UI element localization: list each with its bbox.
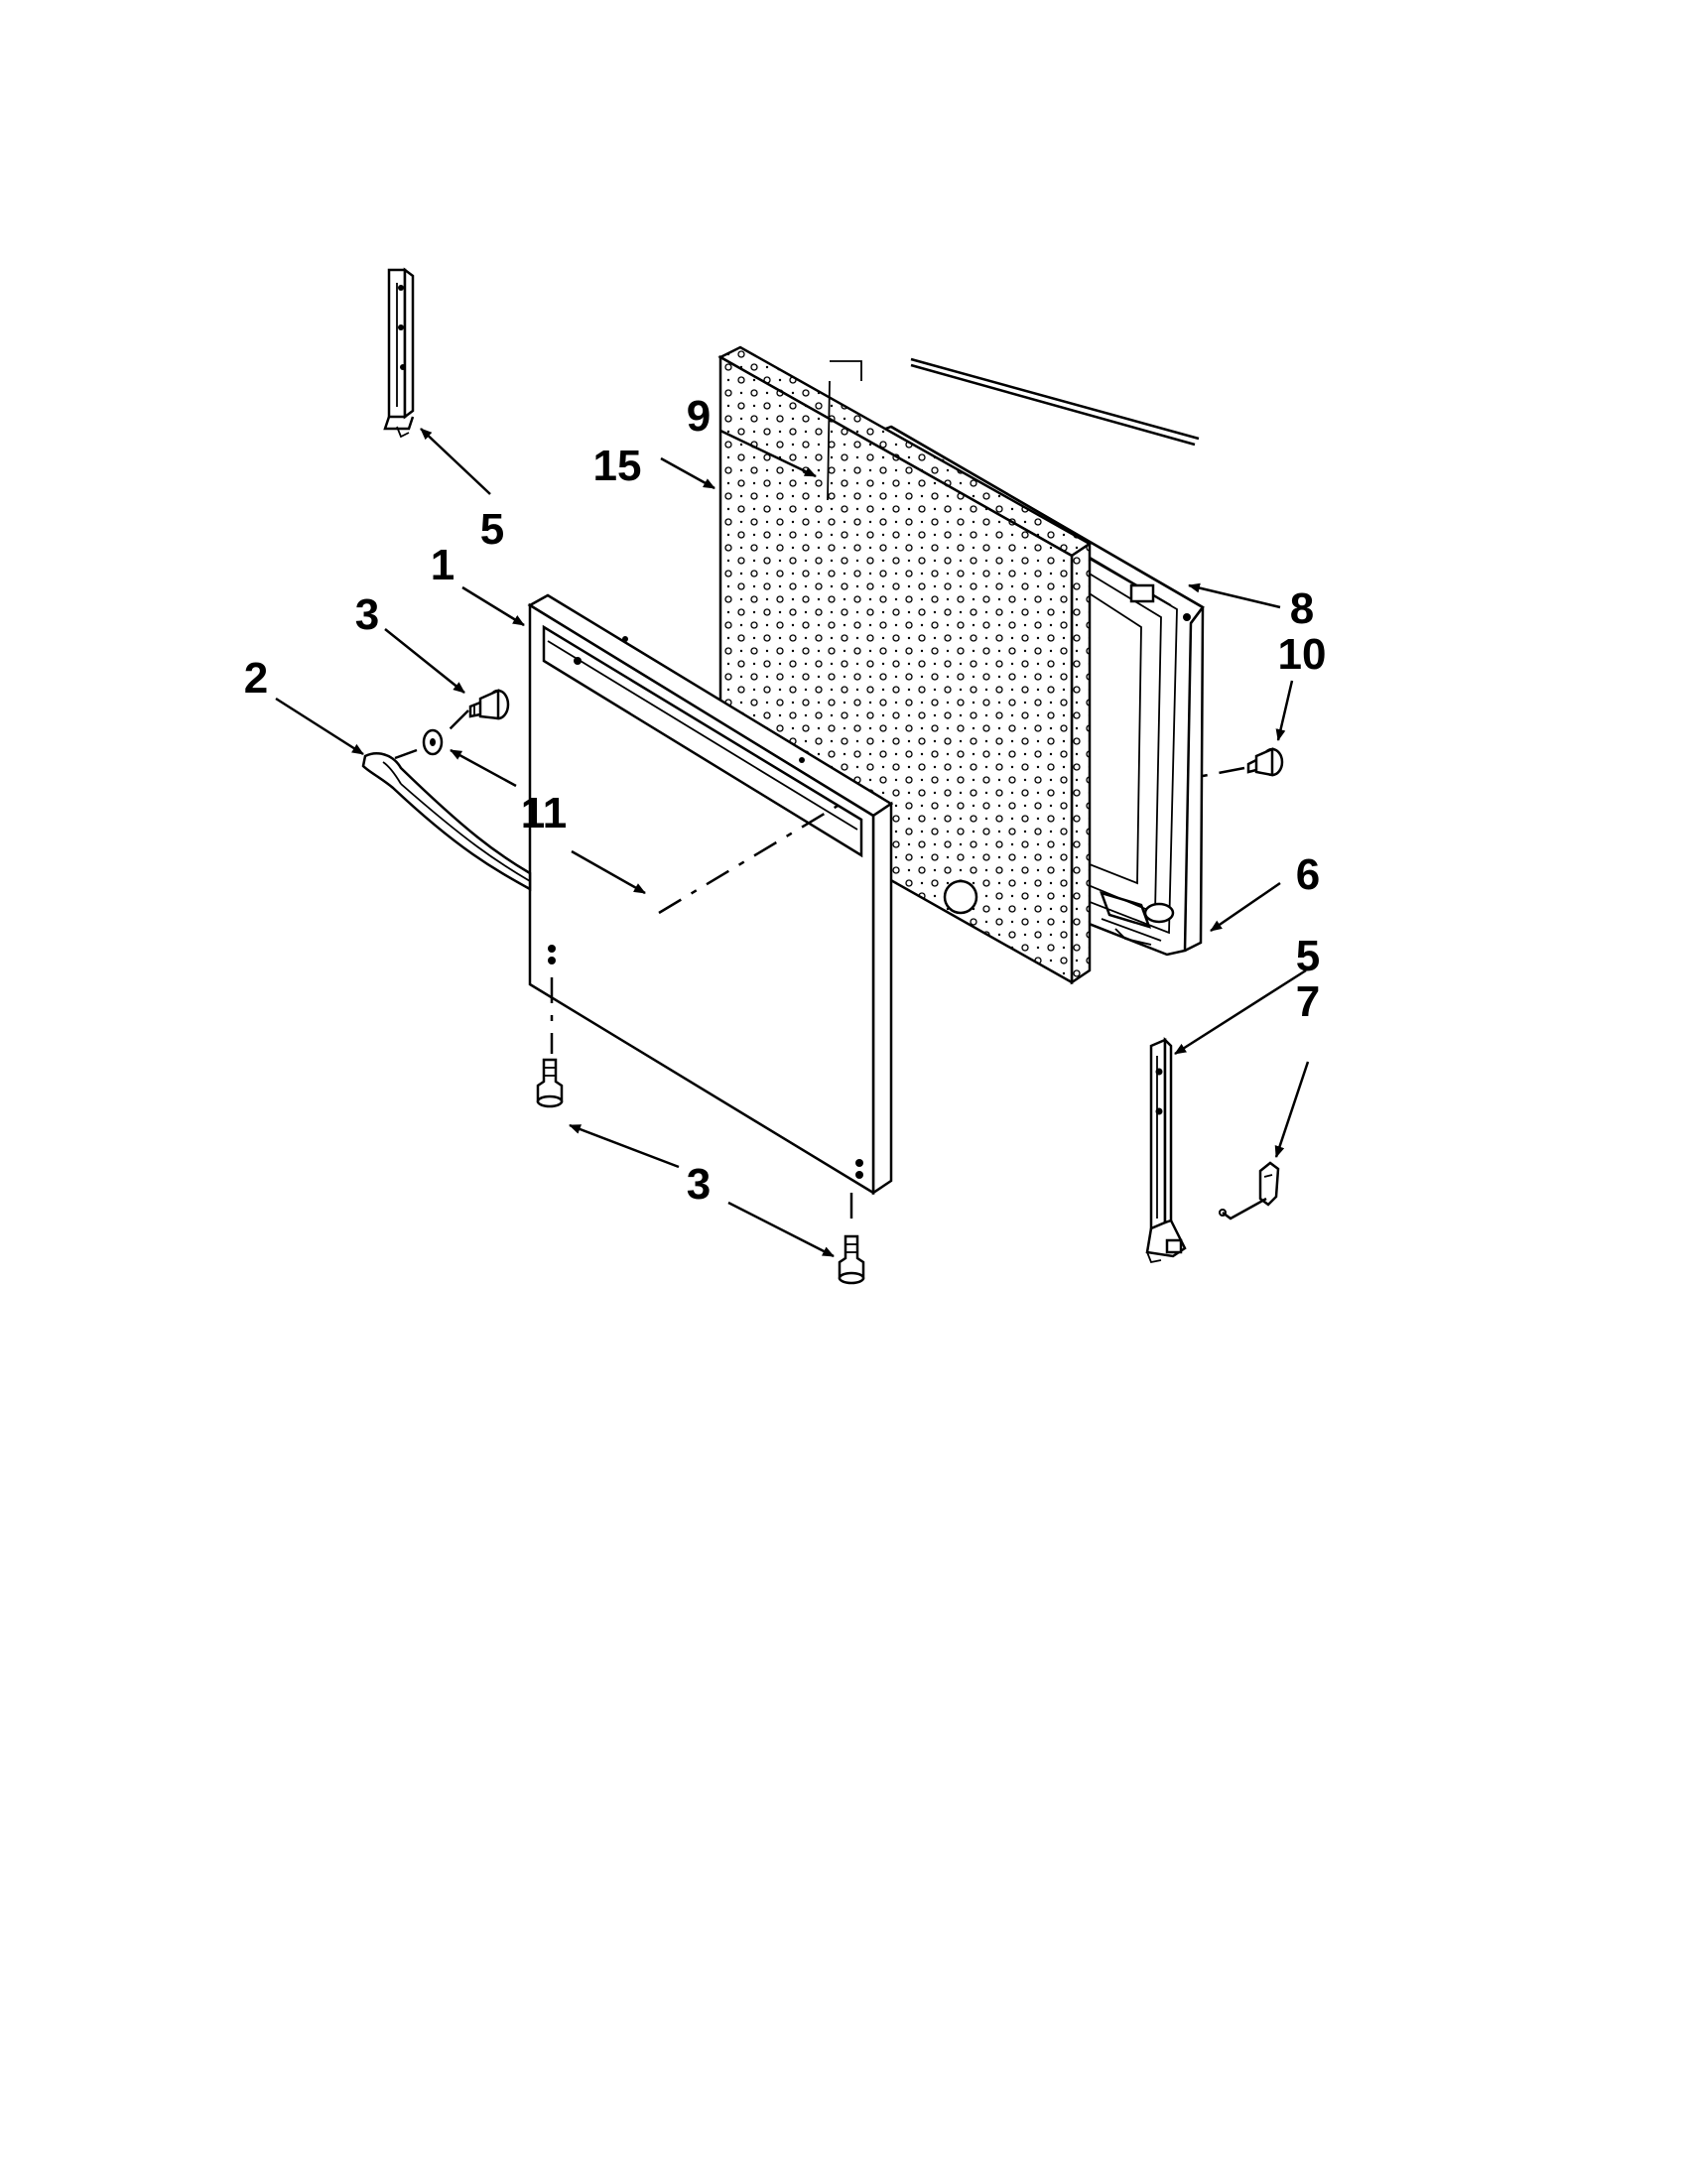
callout-2: 2 bbox=[244, 654, 268, 703]
callout-5-lower: 5 bbox=[1296, 932, 1320, 980]
screw-right bbox=[1246, 747, 1284, 777]
washer bbox=[422, 728, 444, 756]
callout-8: 8 bbox=[1290, 584, 1314, 633]
callout-1: 1 bbox=[431, 541, 454, 589]
hinge-spring bbox=[1219, 1161, 1280, 1220]
screw-upper bbox=[468, 689, 510, 720]
callout-6: 6 bbox=[1296, 850, 1320, 899]
callout-15: 15 bbox=[593, 442, 642, 490]
hinge-bracket-upper bbox=[383, 267, 415, 439]
screw-lower-right bbox=[838, 1234, 865, 1285]
leader-lines bbox=[275, 428, 1310, 1258]
callout-3-lower: 3 bbox=[687, 1160, 711, 1209]
door-handle bbox=[361, 752, 532, 892]
callout-3-upper: 3 bbox=[355, 590, 379, 639]
callout-10: 10 bbox=[1278, 630, 1327, 679]
hinge-bracket-lower bbox=[1145, 1036, 1187, 1264]
callout-9: 9 bbox=[687, 392, 711, 441]
callout-11: 11 bbox=[521, 789, 568, 837]
screw-lower-left bbox=[536, 1058, 564, 1108]
door-gasket-strip bbox=[910, 357, 1200, 447]
outer-door-panel bbox=[527, 593, 894, 1196]
callout-5-upper: 5 bbox=[480, 505, 504, 554]
callout-labels: 5 9 15 1 3 2 11 8 10 6 5 7 3 bbox=[244, 392, 1327, 1209]
callout-7: 7 bbox=[1296, 977, 1320, 1026]
assembly-lines bbox=[394, 360, 1245, 1230]
